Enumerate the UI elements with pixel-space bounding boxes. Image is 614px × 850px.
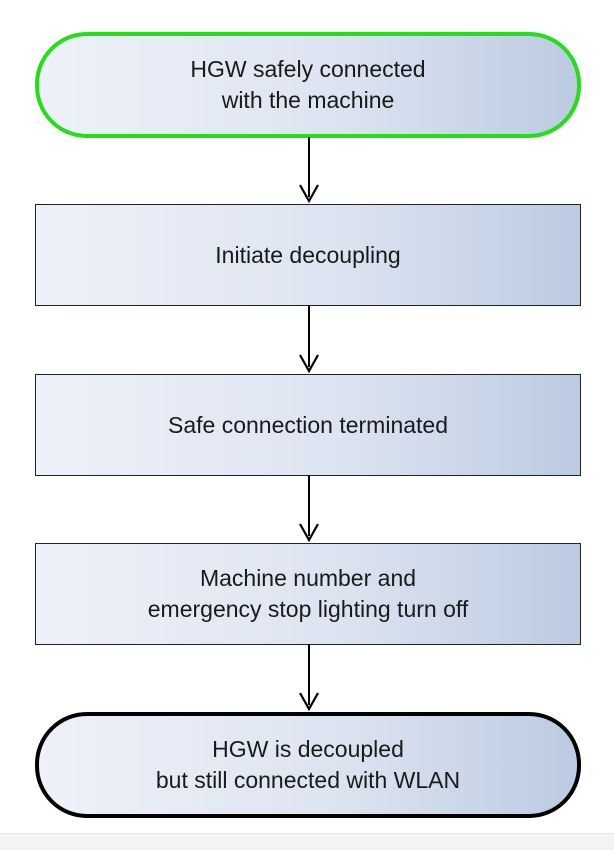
arrow-step2-to-step3 — [298, 475, 320, 543]
lighting-turn-off-step: Machine number and emergency stop lighti… — [35, 543, 581, 645]
arrow-step3-to-end — [298, 644, 320, 712]
end-node-line-1: HGW is decoupled — [212, 736, 404, 762]
step3-text: Machine number and emergency stop lighti… — [148, 563, 468, 625]
step2-line-1: Safe connection terminated — [167, 411, 448, 438]
arrow-start-to-step1 — [298, 137, 320, 204]
start-node-text: HGW safely connected with the machine — [190, 54, 425, 116]
step3-line-2: emergency stop lighting turn off — [147, 596, 469, 622]
start-node-line-1: HGW safely connected — [190, 56, 426, 82]
bottom-divider-strip — [0, 833, 614, 850]
end-terminal-node: HGW is decoupled but still connected wit… — [35, 712, 581, 818]
end-node-line-2: but still connected with WLAN — [155, 767, 461, 793]
start-node-line-2: with the machine — [221, 87, 395, 113]
start-terminal-node: HGW safely connected with the machine — [35, 32, 581, 138]
end-node-text: HGW is decoupled but still connected wit… — [156, 734, 460, 796]
arrow-step1-to-step2 — [298, 305, 320, 374]
step1-line-1: Initiate decoupling — [215, 241, 401, 268]
step1-text: Initiate decoupling — [215, 240, 400, 271]
safe-connection-terminated-step: Safe connection terminated — [35, 374, 581, 476]
initiate-decoupling-step: Initiate decoupling — [35, 204, 581, 306]
step3-line-1: Machine number and — [199, 565, 417, 591]
step2-text: Safe connection terminated — [168, 410, 448, 441]
